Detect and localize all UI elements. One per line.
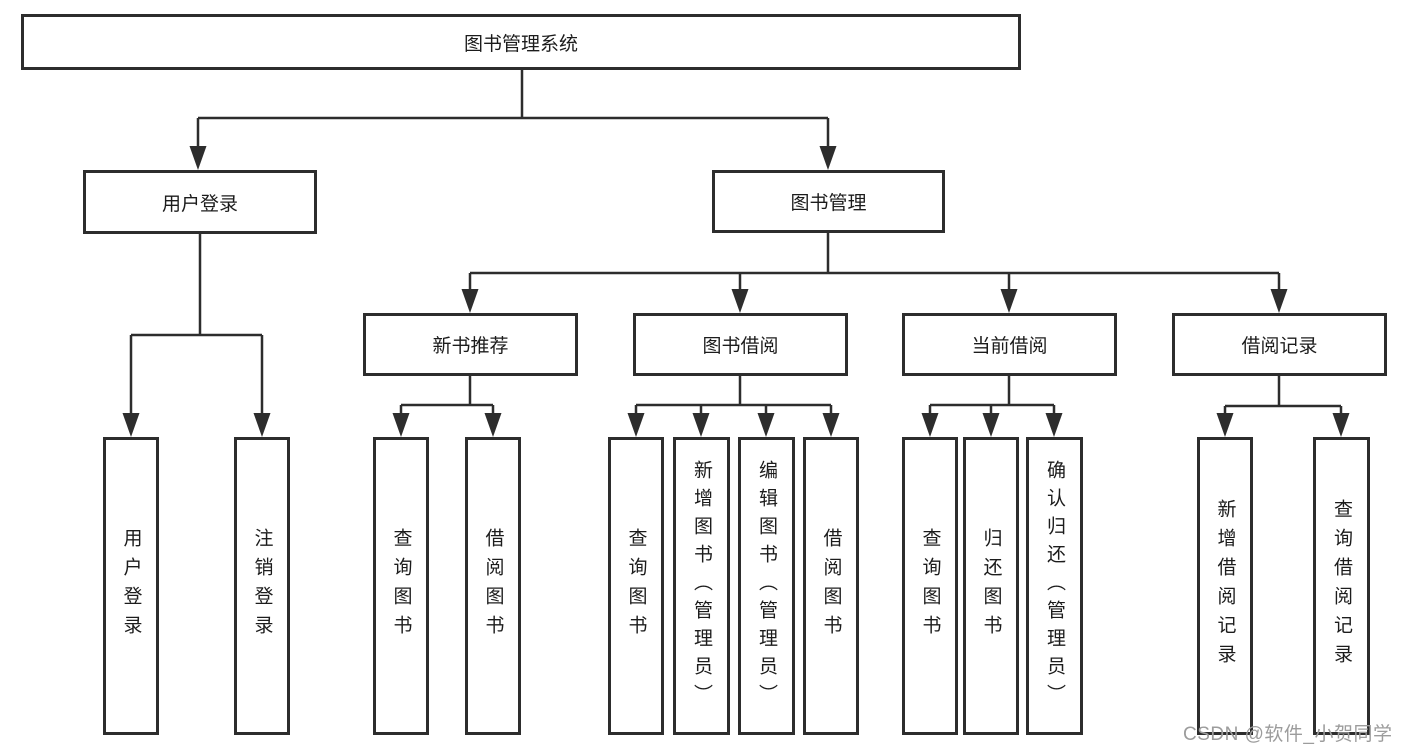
- node-current-borrow: 当前借阅: [902, 313, 1117, 376]
- leaf-query-books-borrow: 查询图书: [608, 437, 664, 735]
- leaf-borrow-books: 借阅图书: [803, 437, 859, 735]
- edges-root-to-level2: [189, 70, 837, 170]
- edges-user-login-to-leaves: [122, 234, 271, 437]
- leaf-logout: 注销登录: [234, 437, 290, 735]
- leaf-edit-books-admin: 编辑图书（管理员）: [738, 437, 795, 735]
- edges-current-borrow-to-leaves: [921, 376, 1063, 437]
- leaf-confirm-return-admin: 确认归还（管理员）: [1026, 437, 1083, 735]
- node-borrow-records: 借阅记录: [1172, 313, 1387, 376]
- leaf-add-borrow-record: 新增借阅记录: [1197, 437, 1253, 735]
- leaf-return-books: 归还图书: [963, 437, 1019, 735]
- edges-book-mgmt-to-level3: [461, 233, 1288, 313]
- leaf-query-books-newrec: 查询图书: [373, 437, 429, 735]
- edges-new-book-to-leaves: [392, 376, 502, 437]
- node-book-borrow: 图书借阅: [633, 313, 848, 376]
- csdn-watermark: CSDN @软件_小贺同学: [1183, 724, 1393, 745]
- leaf-query-borrow-record: 查询借阅记录: [1313, 437, 1370, 735]
- node-root-system: 图书管理系统: [21, 14, 1021, 70]
- edges-book-borrow-to-leaves: [627, 376, 840, 437]
- node-new-book-recommend: 新书推荐: [363, 313, 578, 376]
- node-book-management: 图书管理: [712, 170, 945, 233]
- leaf-user-login: 用户登录: [103, 437, 159, 735]
- node-user-login: 用户登录: [83, 170, 317, 234]
- leaf-borrow-books-newrec: 借阅图书: [465, 437, 521, 735]
- edges-borrow-records-to-leaves: [1216, 376, 1350, 437]
- leaf-query-books-current: 查询图书: [902, 437, 958, 735]
- leaf-add-books-admin: 新增图书（管理员）: [673, 437, 730, 735]
